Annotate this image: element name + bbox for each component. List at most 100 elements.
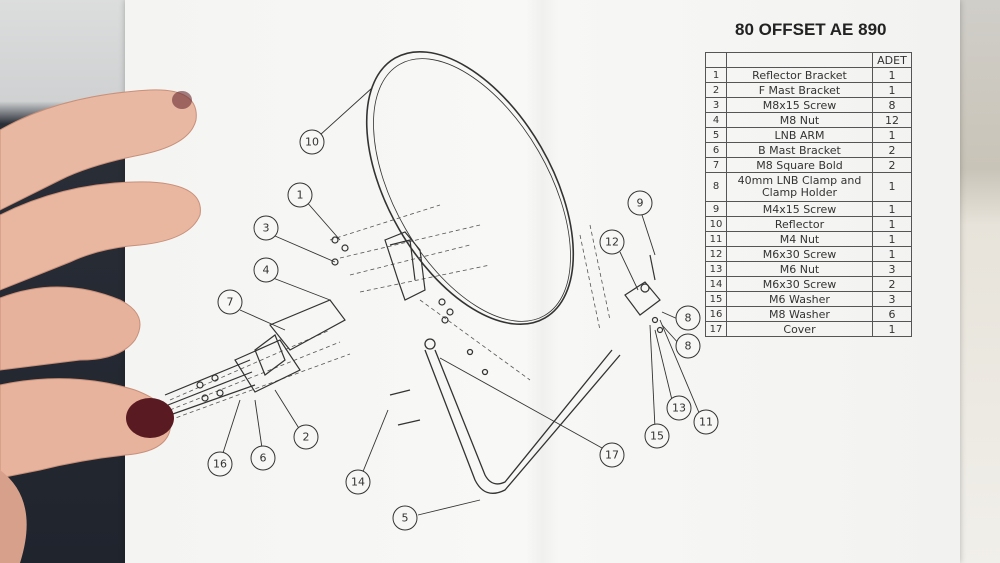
parts-cell-name: F Mast Bracket xyxy=(726,82,873,98)
parts-cell-name: M6 Washer xyxy=(726,291,873,307)
parts-cell-name: LNB ARM xyxy=(726,127,873,143)
callout-number: 16 xyxy=(213,458,227,471)
callout-number: 15 xyxy=(650,430,664,443)
parts-cell-no: 2 xyxy=(705,82,727,98)
callout-circle xyxy=(675,333,701,359)
header-number-cell xyxy=(705,52,727,68)
parts-cell-qty: 1 xyxy=(872,67,912,83)
callout-circle xyxy=(299,129,325,155)
callout-number: 4 xyxy=(263,264,270,277)
callout-number: 1 xyxy=(297,189,304,202)
parts-cell-name: Reflector xyxy=(726,216,873,232)
reflector-bracket-part xyxy=(331,231,454,324)
parts-cell-name: M6x30 Screw xyxy=(726,276,873,292)
callout-leaders xyxy=(221,87,701,516)
lnb-clamp-part xyxy=(624,254,664,334)
callout-number: 13 xyxy=(672,402,686,415)
parts-cell-name: M6 Nut xyxy=(726,261,873,277)
callout-16: 16 xyxy=(207,451,233,477)
callout-8: 8 xyxy=(675,333,701,359)
callout-circle xyxy=(287,182,313,208)
callout-2: 2 xyxy=(293,424,319,450)
callout-circle xyxy=(644,423,670,449)
callout-5: 5 xyxy=(392,505,418,531)
callout-circle xyxy=(693,409,719,435)
parts-cell-name: M4 Nut xyxy=(726,231,873,247)
callout-9: 9 xyxy=(627,190,653,216)
parts-cell-no: 11 xyxy=(705,231,727,247)
parts-cell-qty: 12 xyxy=(872,112,912,128)
parts-cell-qty: 2 xyxy=(872,142,912,158)
parts-cell-name: M4x15 Screw xyxy=(726,201,873,217)
callout-14: 14 xyxy=(345,469,371,495)
callout-number: 14 xyxy=(351,476,365,489)
callout-number: 11 xyxy=(699,416,713,429)
header-name-cell xyxy=(726,52,873,68)
callout-circle xyxy=(599,442,625,468)
callout-number: 3 xyxy=(263,222,270,235)
parts-cell-no: 8 xyxy=(705,172,727,202)
parts-cell-name: M6x30 Screw xyxy=(726,246,873,262)
callout-circle xyxy=(666,395,692,421)
callout-circle xyxy=(675,305,701,331)
callout-10: 10 xyxy=(299,129,325,155)
callout-7: 7 xyxy=(217,289,243,315)
callout-number: 12 xyxy=(605,236,619,249)
parts-cell-qty: 1 xyxy=(872,127,912,143)
callout-3: 3 xyxy=(253,215,279,241)
parts-cell-name: M8 Square Bold xyxy=(726,157,873,173)
parts-cell-no: 13 xyxy=(705,261,727,277)
parts-cell-qty: 6 xyxy=(872,306,912,322)
header-qty-cell: ADET xyxy=(872,52,912,68)
parts-cell-name: M8 Washer xyxy=(726,306,873,322)
parts-cell-no: 7 xyxy=(705,157,727,173)
callout-6: 6 xyxy=(250,445,276,471)
callout-number: 9 xyxy=(637,197,644,210)
callout-circle xyxy=(599,229,625,255)
parts-cell-no: 16 xyxy=(705,306,727,322)
callout-17: 17 xyxy=(599,442,625,468)
callout-number: 2 xyxy=(303,431,310,444)
callout-number: 7 xyxy=(227,296,234,309)
parts-cell-no: 15 xyxy=(705,291,727,307)
callout-circle xyxy=(293,424,319,450)
callout-4: 4 xyxy=(253,257,279,283)
callout-number: 6 xyxy=(260,452,267,465)
parts-cell-no: 4 xyxy=(705,112,727,128)
callout-circle xyxy=(345,469,371,495)
parts-cell-qty: 1 xyxy=(872,216,912,232)
parts-cell-no: 9 xyxy=(705,201,727,217)
lnb-arm-part xyxy=(389,338,621,494)
parts-cell-no: 3 xyxy=(705,97,727,113)
parts-cell-no: 1 xyxy=(705,67,727,83)
parts-cell-qty: 2 xyxy=(872,276,912,292)
callout-1: 1 xyxy=(287,182,313,208)
parts-cell-qty: 1 xyxy=(872,82,912,98)
parts-cell-qty: 1 xyxy=(872,246,912,262)
callout-circle xyxy=(253,257,279,283)
callout-11: 11 xyxy=(693,409,719,435)
parts-cell-qty: 3 xyxy=(872,291,912,307)
callout-number: 17 xyxy=(605,449,619,462)
parts-cell-qty: 3 xyxy=(872,261,912,277)
parts-cell-no: 17 xyxy=(705,321,727,337)
callout-circle xyxy=(392,505,418,531)
parts-cell-name: 40mm LNB Clamp and Clamp Holder xyxy=(726,172,873,202)
parts-cell-no: 10 xyxy=(705,216,727,232)
